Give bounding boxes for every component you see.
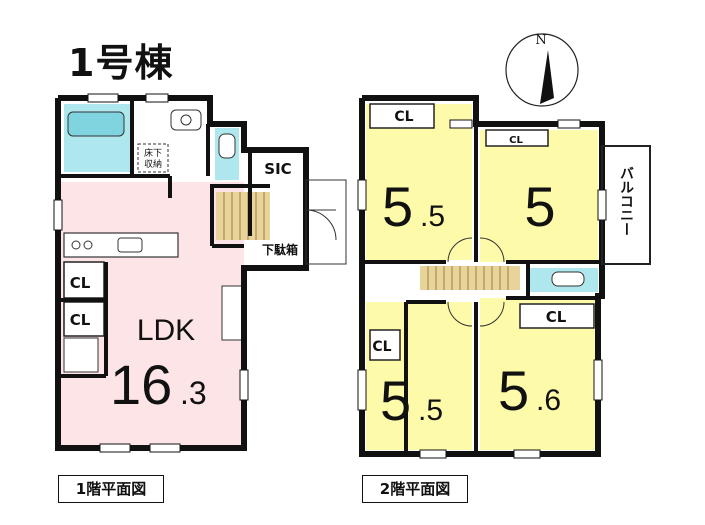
kitchen-sink-icon <box>117 237 143 253</box>
floor2-label: 2階平面図 <box>362 475 468 503</box>
bedroom-tl-size-main: 5 <box>382 175 413 238</box>
underfloor-label-1: 床下 <box>144 147 162 159</box>
sic-label: SIC <box>264 160 291 178</box>
ldk-size-decimal: .3 <box>180 375 207 411</box>
bedroom-tl-size-decimal: .5 <box>420 200 445 233</box>
page-title: 1号棟 <box>68 41 174 85</box>
ldk-size-main: 16 <box>110 353 172 416</box>
floor1-walls <box>55 95 309 451</box>
bedroom-5-5-bottom <box>366 302 472 450</box>
floor2-plan: CL 5 .5 CL 5 バルコニー CL 5 .5 CL 5 .6 <box>357 95 651 459</box>
bathtub-icon <box>67 111 125 137</box>
bedroom-bl-size-decimal: .5 <box>418 394 443 427</box>
shoe-box-label: 下駄箱 <box>262 242 298 257</box>
sic-room <box>252 150 304 184</box>
toilet-icon <box>218 133 236 159</box>
entrance-porch <box>305 179 347 265</box>
toilet-2f-icon <box>551 271 585 287</box>
stove-burner-icon <box>83 240 93 250</box>
closet-lower-label: CL <box>70 311 91 329</box>
small-stair-1f <box>63 337 99 373</box>
bedroom-bl-size-main: 5 <box>380 369 411 432</box>
closet-bl <box>369 329 401 361</box>
balcony-label: バルコニー <box>618 166 634 236</box>
closet-br <box>519 303 595 329</box>
closet-upper-label: CL <box>70 274 91 292</box>
closet-tl <box>369 103 435 129</box>
underfloor-storage-box <box>137 143 169 173</box>
bedroom-5 <box>480 130 598 262</box>
compass-needle-icon <box>540 50 554 104</box>
sink-icon <box>170 109 202 131</box>
stove-burner-icon <box>71 240 81 250</box>
shelf-1f <box>221 285 245 341</box>
closet-bl-label: CL <box>372 339 391 355</box>
bedroom-br-size-decimal: .6 <box>536 384 561 417</box>
ldk-label: LDK <box>137 314 195 347</box>
bedroom-br-size-main: 5 <box>498 359 529 422</box>
bedroom-tr-size: 5 <box>524 175 555 238</box>
entrance-door <box>305 209 337 241</box>
closet-tl-label: CL <box>394 109 413 125</box>
underfloor-label-2: 収納 <box>144 158 162 170</box>
hall-stair-2f <box>420 266 520 290</box>
floor1-plan: LDK 16 .3 床下 収納 SIC 下駄箱 CL CL <box>53 93 347 453</box>
closet-tr-label: CL <box>509 135 523 146</box>
stairwell-2f <box>366 268 410 302</box>
compass-circle <box>505 33 579 107</box>
balcony <box>604 146 650 264</box>
closet-br-label: CL <box>546 308 567 326</box>
sink-bowl-icon <box>180 114 192 126</box>
stair-1f <box>216 192 270 240</box>
closet-tr <box>485 129 549 147</box>
closet-lower <box>63 301 105 337</box>
compass: N <box>505 33 579 107</box>
floor1-label: 1階平面図 <box>58 475 164 503</box>
bedroom-5-5-top <box>366 104 472 260</box>
compass-letter: N <box>535 33 546 48</box>
